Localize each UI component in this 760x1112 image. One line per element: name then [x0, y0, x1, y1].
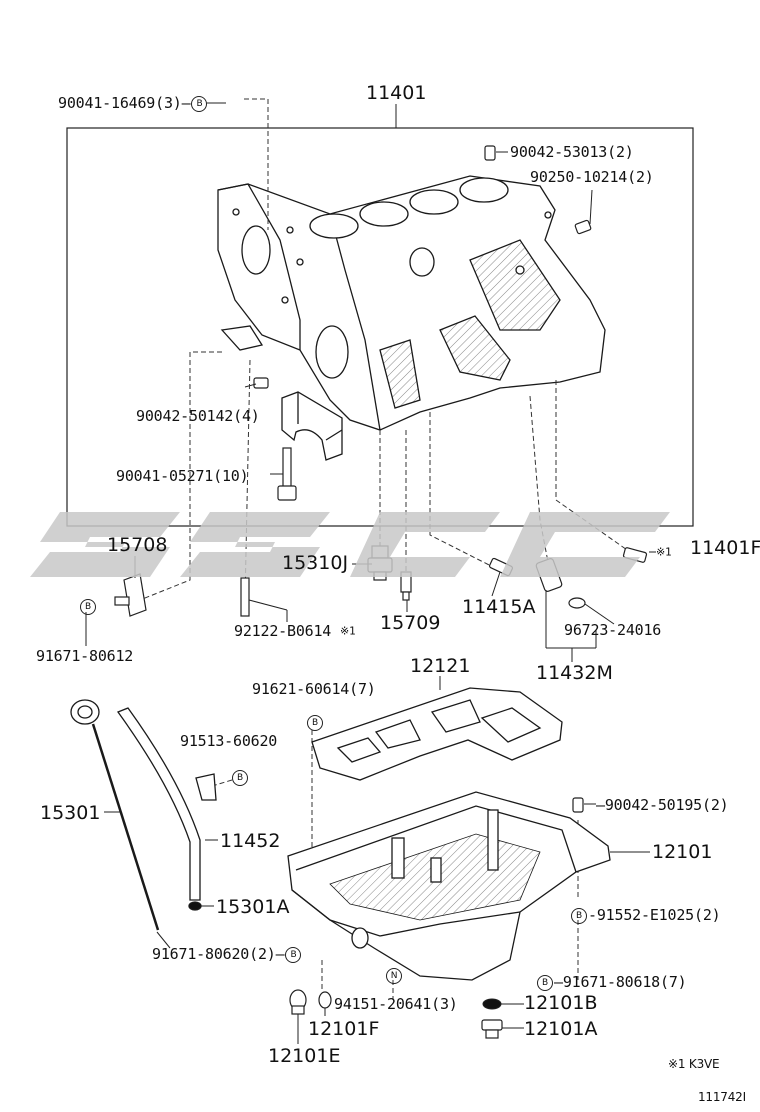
gasket-12121-drawing[interactable] [311, 687, 563, 781]
label-90042-53013[interactable]: 90042-53013(2) [510, 143, 634, 161]
label-94151-20641[interactable]: 94151-20641(3) [334, 995, 458, 1013]
plug-10214-drawing[interactable] [574, 219, 592, 235]
label-91513-60620[interactable]: 91513-60620 [180, 732, 278, 750]
guide-11452-drawing[interactable] [116, 707, 217, 911]
b-marker-icon: B [285, 946, 302, 963]
label-91671-80618[interactable]: B—91671-80618(7) [536, 973, 687, 991]
pin-53013-drawing[interactable] [484, 145, 496, 161]
plug-11401f-drawing[interactable] [622, 547, 648, 563]
gasket-12101b-drawing[interactable] [482, 998, 502, 1010]
label-15709[interactable]: 15709 [380, 612, 441, 634]
b-marker-icon: B [571, 907, 587, 924]
pin-50142-drawing[interactable] [253, 377, 269, 389]
label-90042-50142[interactable]: 90042-50142(4) [136, 407, 260, 425]
figure-code: 111742I [698, 1090, 746, 1104]
label-90042-50195[interactable]: —90042-50195(2) [596, 796, 729, 814]
b-marker-icon: B [306, 713, 324, 731]
label-12101a[interactable]: 12101A [524, 1018, 598, 1040]
label-91671-80612[interactable]: 91671-80612 [36, 647, 134, 665]
label-11401[interactable]: 11401 [366, 82, 427, 104]
label-90041-05271[interactable]: 90041-05271(10) [116, 467, 249, 485]
label-91621-60614[interactable]: 91621-60614(7) [252, 680, 376, 698]
stud-b0614-drawing[interactable] [240, 577, 250, 617]
bolt-05271-drawing[interactable] [277, 447, 297, 501]
plug-12101a-drawing[interactable] [481, 1019, 503, 1039]
plug-12101e-drawing[interactable] [289, 989, 307, 1015]
label-15310j[interactable]: 15310J [282, 552, 349, 574]
leader-lines-pan [584, 803, 650, 853]
label-15301a[interactable]: 15301A [216, 896, 290, 918]
plate-15708-drawing[interactable] [114, 573, 147, 617]
leader-lines-bottom [297, 1003, 524, 1044]
label-90250-10214[interactable]: 90250-10214(2) [530, 168, 654, 186]
label-11452[interactable]: 11452 [220, 830, 281, 852]
label-90041-16469[interactable]: 90041-16469(3)—B [58, 94, 208, 112]
engine-note: ※1 K3VE [668, 1057, 720, 1071]
b-marker-icon: B [537, 974, 553, 991]
sleeve-11432m-drawing[interactable] [535, 558, 563, 592]
ref1-marker: ※1 [339, 624, 356, 638]
label-11401f[interactable]: 11401F [690, 537, 760, 559]
leader-lines [207, 102, 593, 475]
bearing-cap-drawing[interactable] [281, 391, 343, 461]
switch-15310j-drawing[interactable] [367, 545, 393, 581]
gasket-12101f-drawing[interactable] [318, 991, 332, 1009]
label-11415a[interactable]: 11415A [462, 596, 536, 618]
label-12101[interactable]: 12101 [652, 841, 713, 863]
leader-lines-middle [85, 551, 656, 662]
ring-24016-drawing[interactable] [568, 597, 586, 609]
label-15708[interactable]: 15708 [107, 534, 168, 556]
label-15301[interactable]: 15301 [40, 802, 101, 824]
label-91671-80620[interactable]: 91671-80620(2)—B [152, 945, 302, 963]
n-marker-icon: N [385, 966, 403, 984]
label-12121[interactable]: 12121 [410, 655, 471, 677]
label-92122-b0614[interactable]: 92122-B0614 ※1 [234, 622, 356, 640]
label-12101f[interactable]: 12101F [308, 1018, 380, 1040]
label-96723-24016[interactable]: 96723-24016 [564, 621, 662, 639]
ref1-marker: ※1 [656, 545, 672, 559]
oil-pan-12101-drawing[interactable] [287, 791, 611, 981]
jet-15709-drawing[interactable] [400, 571, 412, 601]
dipstick-15301-drawing[interactable] [70, 699, 160, 931]
label-91552-e1025[interactable]: B-91552-E1025(2) [570, 906, 721, 924]
b-marker-icon: B [231, 768, 249, 786]
plug-11415a-drawing[interactable] [488, 557, 514, 577]
label-12101b[interactable]: 12101B [524, 992, 598, 1014]
label-11432m[interactable]: 11432M [536, 662, 613, 684]
label-12101e[interactable]: 12101E [268, 1045, 341, 1067]
pin-50195-drawing[interactable] [572, 797, 584, 813]
b-marker-icon: B [79, 597, 97, 615]
leader-lines-gauge [104, 811, 218, 949]
cylinder-block-drawing[interactable] [217, 175, 606, 431]
b-marker-icon: B [191, 95, 208, 112]
